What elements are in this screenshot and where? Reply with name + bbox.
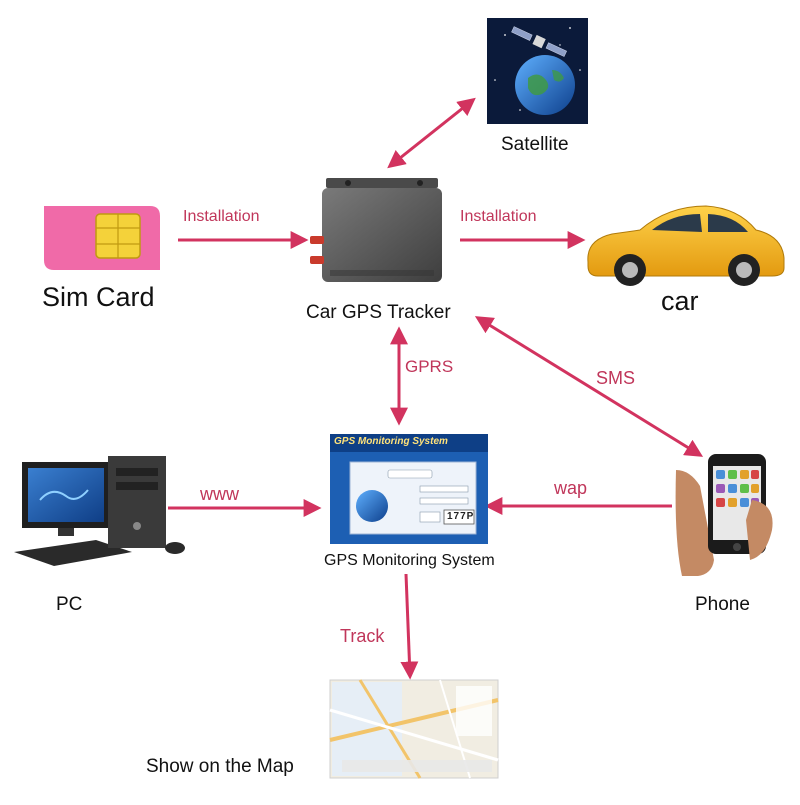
car-label: car — [661, 286, 699, 316]
phone-icon — [675, 454, 773, 576]
car-installation-label: Installation — [460, 208, 537, 225]
map-icon — [329, 679, 499, 779]
pc-label: PC — [56, 594, 83, 615]
monitoring-screen-code: 177P — [447, 511, 475, 522]
monitoring-screen — [330, 434, 488, 544]
satellite-icon — [487, 18, 588, 124]
monitoring-label: GPS Monitoring System — [324, 552, 495, 569]
gprs-label: GPRS — [405, 357, 454, 376]
monitoring-screen-title: GPS Monitoring System — [334, 436, 448, 447]
edges — [168, 97, 704, 680]
sim-card-icon — [44, 206, 160, 270]
edge-monitoring-map — [400, 573, 419, 680]
tracker-label: Car GPS Tracker — [306, 302, 451, 323]
satellite-label: Satellite — [501, 134, 569, 155]
phone-label: Phone — [695, 594, 750, 615]
map-label: Show on the Map — [146, 756, 294, 777]
sms-label: SMS — [596, 368, 636, 388]
track-label: Track — [340, 626, 385, 646]
pc-icon — [14, 456, 185, 566]
edge-tracker-satellite — [387, 97, 476, 169]
wap-label: wap — [554, 478, 588, 498]
www-label: www — [200, 484, 239, 504]
gps-tracker-icon — [310, 178, 442, 282]
sim-card-label: Sim Card — [42, 282, 155, 312]
sim-installation-label: Installation — [183, 208, 260, 225]
car-icon — [587, 205, 785, 286]
edge-tracker-phone — [474, 316, 704, 457]
